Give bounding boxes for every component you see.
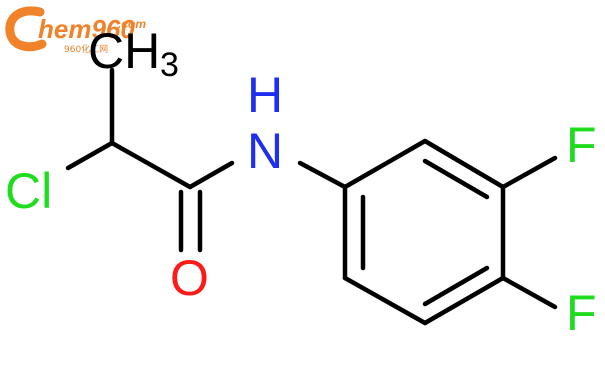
ring-bond-1 — [342, 138, 428, 190]
bond-calpha-ccarbonyl — [109, 140, 193, 190]
ring-bond-4 — [422, 275, 506, 326]
ring-inner-2 — [422, 265, 490, 307]
bond-c3-f — [500, 155, 558, 190]
logo-suffix-text: .com — [118, 17, 146, 31]
atom-cl: Cl — [5, 163, 52, 219]
atom-n: N — [247, 123, 283, 179]
atom-h: H — [247, 67, 283, 123]
logo-tagline-text: 960化工网 — [64, 43, 108, 55]
atom-ch3: CH — [88, 23, 160, 79]
bond-c4-f — [500, 275, 558, 310]
bond-ccarbonyl-n — [187, 160, 235, 190]
ring-bond-5 — [342, 275, 428, 326]
bond-n-ring — [297, 160, 348, 190]
ring-inner-1 — [422, 158, 490, 200]
logo-brand-text: hem960 — [38, 14, 135, 44]
ring-bond-2 — [422, 138, 506, 190]
bond-cl-calpha — [65, 140, 115, 171]
atom-f-top: F — [566, 117, 597, 173]
atom-ch3-subscript: 3 — [160, 46, 179, 84]
atom-labels: CH 3 Cl H N O F F — [5, 23, 597, 341]
chem960-logo: hem960 .com 960化工网 — [5, 6, 146, 55]
atom-o: O — [170, 250, 209, 306]
bonds — [65, 67, 558, 326]
logo-c-mark — [5, 6, 47, 52]
atom-f-bottom: F — [566, 285, 597, 341]
